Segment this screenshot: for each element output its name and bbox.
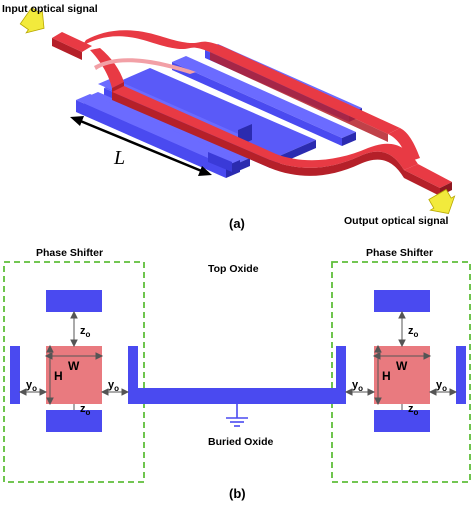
ground-icon [226, 404, 248, 427]
length-symbol: L [113, 147, 125, 169]
buried-oxide-label: Buried Oxide [208, 436, 274, 448]
bottom-z-arrows [73, 404, 403, 410]
left-phase-shifter-box [3, 261, 145, 483]
right-side-electrode [456, 346, 466, 404]
right-h-symbol: H [382, 369, 391, 383]
waveguide [52, 30, 452, 196]
left-side-electrode [10, 346, 20, 404]
left-y-right-symbol: yo [108, 379, 119, 393]
right-phase-shifter-box [331, 261, 471, 483]
top-electrode [374, 290, 430, 312]
input-label: Input optical signal [2, 3, 98, 15]
right-z-bottom-symbol: zo [408, 403, 419, 417]
left-y-left-symbol: yo [26, 379, 37, 393]
left-side-electrode [336, 346, 346, 404]
left-w-symbol: W [68, 359, 80, 373]
ground-connector [138, 388, 336, 404]
right-y-right-symbol: yo [436, 379, 447, 393]
top-electrode [46, 290, 102, 312]
left-z-bottom-symbol: zo [80, 403, 91, 417]
left-z-top-symbol: zo [80, 325, 91, 339]
mzi-3d-diagram [19, 6, 456, 214]
input-arrow-icon [19, 6, 45, 34]
right-dimension-arrows [344, 310, 458, 406]
left-dimension-arrows [18, 310, 130, 410]
right-y-left-symbol: yo [352, 379, 363, 393]
right-side-electrode [128, 346, 138, 404]
left-h-symbol: H [54, 369, 63, 383]
right-box-title: Phase Shifter [366, 247, 433, 259]
output-label: Output optical signal [344, 215, 448, 227]
left-box-title: Phase Shifter [36, 247, 103, 259]
top-oxide-label: Top Oxide [208, 263, 259, 275]
right-w-symbol: W [396, 359, 408, 373]
caption-a: (a) [229, 216, 245, 231]
bottom-electrode [374, 410, 430, 432]
output-arrow-icon [428, 188, 456, 214]
bottom-electrode [46, 410, 102, 432]
caption-b: (b) [229, 486, 246, 501]
length-arrow [70, 116, 212, 176]
right-z-top-symbol: zo [408, 325, 419, 339]
